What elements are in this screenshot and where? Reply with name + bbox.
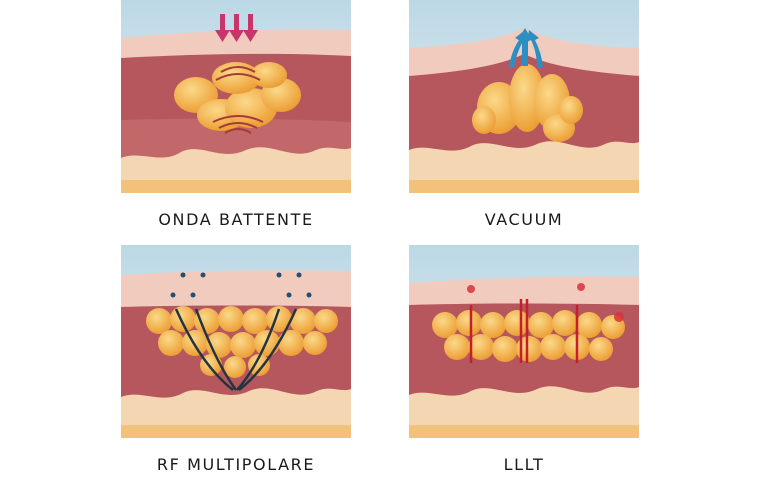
caption-vacuum: VACUUM [484, 210, 564, 229]
laser-spots [467, 283, 624, 322]
caption-lllt: LLLT [503, 455, 545, 474]
wave-rings [212, 66, 264, 134]
caption-onda-battente: ONDA BATTENTE [158, 210, 314, 229]
multipolar-rf-illustration [121, 245, 351, 438]
low-level-laser-illustration [409, 245, 639, 438]
acoustic-wave-illustration [121, 0, 351, 193]
up-arrows-icon [509, 28, 543, 68]
laser-beams [469, 299, 579, 363]
caption-rf-multipolare: RF MULTIPOLARE [156, 455, 316, 474]
rf-current-lines [174, 308, 298, 391]
down-arrows-icon [215, 14, 258, 42]
electrode-dots [170, 272, 312, 298]
vacuum-suction-illustration [409, 0, 639, 193]
fat-cluster [472, 64, 583, 142]
